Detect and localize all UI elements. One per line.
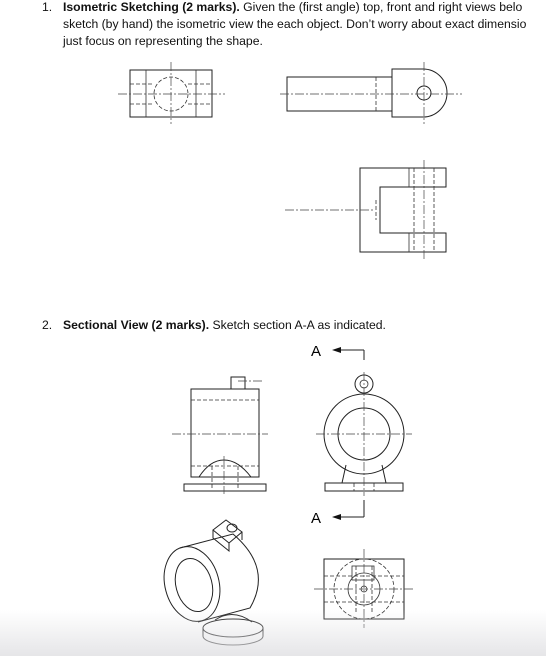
question-1-line3: just focus on representing the shape. <box>63 34 263 48</box>
question-1-line2: sketch (by hand) the isometric view the … <box>63 17 527 31</box>
question-1-number: 1. <box>42 0 53 14</box>
question-1-title: Isometric Sketching (2 marks). <box>63 0 240 14</box>
section-label-top: A <box>311 343 321 360</box>
q2-front-view <box>172 376 268 494</box>
bottom-fade <box>0 610 546 656</box>
q1-side-view <box>285 160 447 260</box>
question-2-rest: Sketch section A-A as indicated. <box>209 318 386 332</box>
question-1-text: Isometric Sketching (2 marks). Given the… <box>63 0 543 50</box>
section-label-bottom: A <box>311 510 321 527</box>
q2-side-view <box>316 347 412 520</box>
question-2-number: 2. <box>42 318 53 332</box>
question-2-title: Sectional View (2 marks). <box>63 318 210 332</box>
question-1-line1: Given the (first angle) top, front and r… <box>239 0 523 14</box>
q1-top-view <box>118 62 225 124</box>
question-2-text: Sectional View (2 marks). Sketch section… <box>63 317 543 334</box>
q1-front-view <box>280 62 462 124</box>
